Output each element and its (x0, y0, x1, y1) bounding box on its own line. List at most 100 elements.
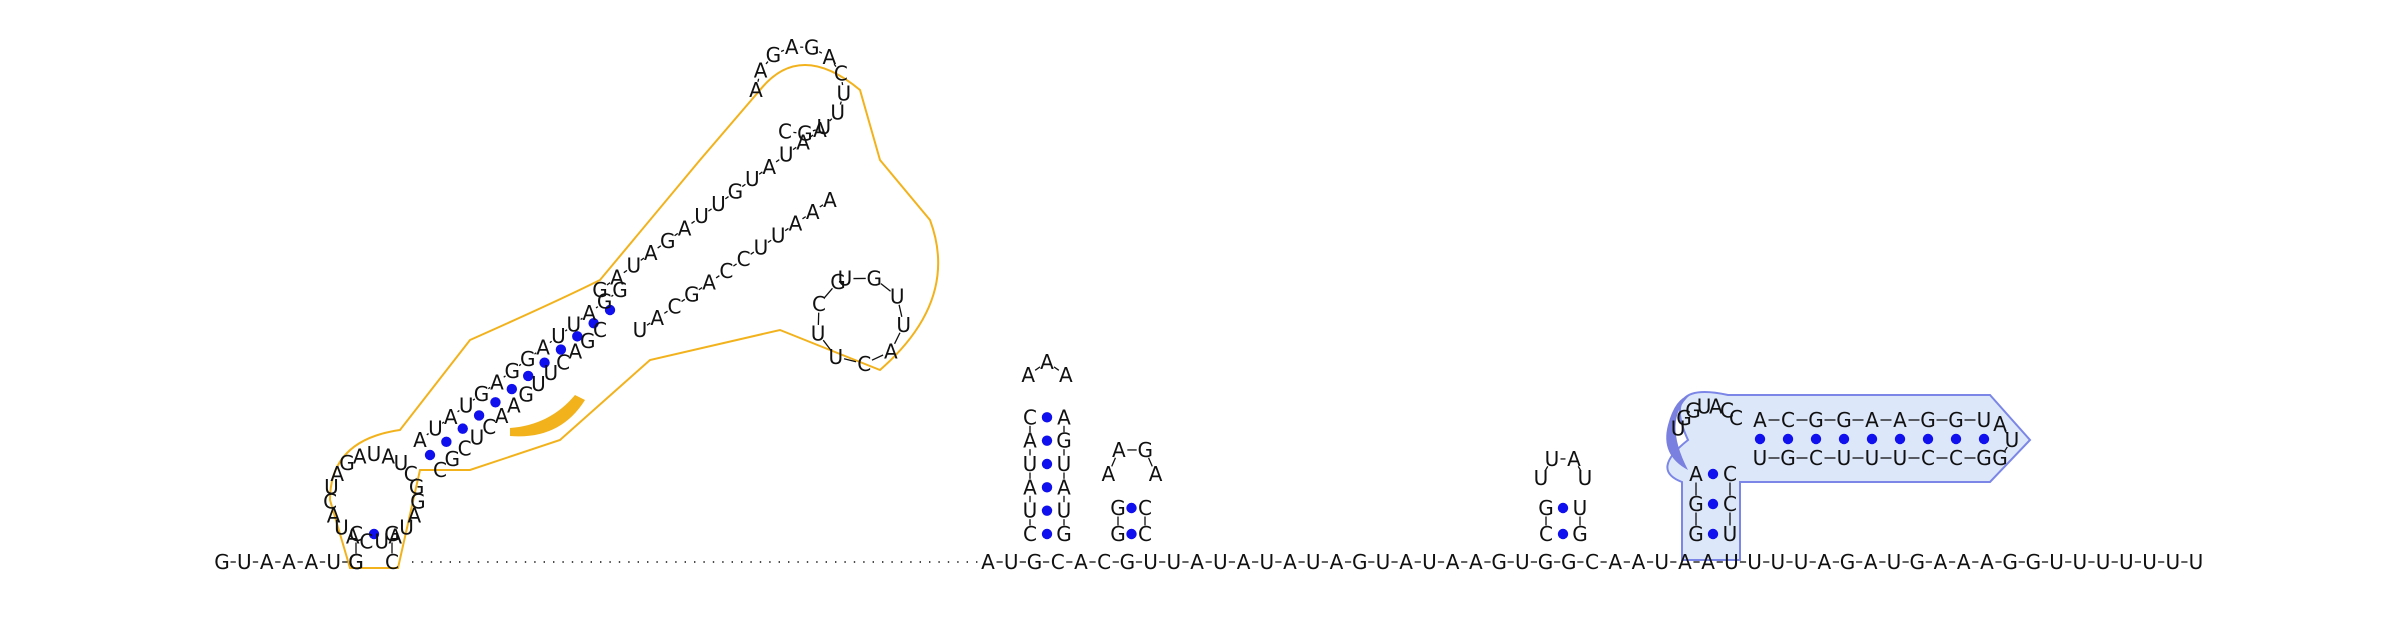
backbone-bond (595, 306, 599, 309)
nucleotide-domain: U (394, 451, 409, 475)
nucleotide-domain: A (806, 200, 820, 224)
nucleotide-domain: A (582, 301, 596, 325)
nucleotide-domain: G (580, 329, 596, 353)
nucleotide-domain: A (381, 444, 395, 468)
nucleotide-loop: A (1112, 438, 1126, 462)
backbone-bond (780, 49, 785, 53)
backbone-bond (606, 282, 611, 286)
nucleotide-domain: U (811, 321, 826, 345)
backbone-bond (802, 216, 807, 220)
backbone-bond (833, 63, 837, 68)
nucleotide-domain: C (482, 415, 496, 439)
nucleotide-baseline: A (1864, 550, 1878, 574)
nucleotide-baseline: U (1143, 550, 1158, 574)
backbone-bond (741, 183, 746, 188)
nucleotide-domain: C (778, 119, 792, 143)
nucleotide-baseline: A (1632, 550, 1646, 574)
backbone-bond (681, 298, 686, 303)
nucleotide-domain: A (388, 525, 402, 549)
backbone-bond (426, 433, 429, 436)
nucleotide-domain: A (507, 393, 521, 417)
nucleotide-blue: G (1992, 446, 2008, 470)
backbone-bond (733, 263, 737, 267)
nucleotide-baseline: A (1934, 550, 1948, 574)
nucleotide-baseline: A (1237, 550, 1251, 574)
backbone-bond (775, 159, 780, 163)
nucleotide-domain: C (857, 352, 871, 376)
base-pair-dot (1041, 435, 1053, 446)
nucleotide-domain: C (593, 318, 607, 342)
backbone-bond (1577, 465, 1582, 471)
base-pair-dot (1754, 433, 1766, 445)
nucleotide-blue: U (1977, 408, 1992, 432)
nucleotide-tail: G (348, 550, 364, 574)
backbone-bond (812, 129, 816, 132)
nucleotide-domain: U (470, 426, 485, 450)
nucleotide-baseline: G (1909, 550, 1925, 574)
nucleotide-domain: U (543, 361, 558, 385)
nucleotide-loop: A (1102, 462, 1116, 486)
nucleotide-loop: A (1567, 447, 1581, 471)
backbone-bond (674, 232, 679, 237)
nucleotide-baseline: A (1283, 550, 1297, 574)
backbone-bond (691, 220, 696, 224)
nucleotide-domain: U (745, 167, 760, 191)
backbone-bond (1111, 457, 1117, 467)
base-pair-dot (1126, 528, 1137, 540)
backbone-bond (487, 386, 491, 390)
nucleotide-blue: C (1809, 446, 1823, 470)
nucleotide-baseline: U (1724, 550, 1739, 574)
nucleotide-domain: A (702, 271, 716, 295)
backbone-bond (1544, 465, 1549, 471)
nucleotide-baseline: C (1585, 550, 1599, 574)
base-pair-dots (368, 304, 1990, 540)
backbone-bond (457, 409, 460, 413)
nucleotide-domain: C (737, 247, 751, 271)
nucleotide-blue: C (1949, 446, 1963, 470)
nucleotide-domain: U (754, 235, 769, 259)
nucleotide-blue: G (1948, 408, 1964, 432)
nucleotide-hairpin: C (1023, 522, 1037, 546)
nucleotide-blue: A (1753, 408, 1767, 432)
nucleotide-blue: C (1723, 492, 1737, 516)
base-pair-dot (1922, 433, 1934, 445)
nucleotide-hairpin: G (1056, 429, 1072, 453)
backbone-bond (871, 354, 884, 361)
nucleotide-baseline: G (1120, 550, 1136, 574)
nucleotide-baseline: A (1701, 550, 1715, 574)
nucleotide-loop: A (1021, 363, 1035, 387)
nucleotide-hairpin: A (1023, 429, 1037, 453)
base-pair-dot (473, 410, 485, 421)
base-pair-dot (368, 528, 380, 540)
nucleotide-blue: G (1780, 446, 1796, 470)
base-pair-dot (490, 397, 501, 408)
nucleotide-baseline: A (1817, 550, 1831, 574)
base-pair-dot (1557, 502, 1569, 514)
backbone-bond (518, 363, 522, 367)
base-pair-dot (1707, 498, 1719, 510)
nucleotide-baseline: A (1446, 550, 1460, 574)
nucleotide-blue: A (1865, 408, 1879, 432)
nucleotide-hairpin: G (1110, 496, 1126, 520)
nucleotide-baseline: U (2119, 550, 2134, 574)
nucleotide-domain: A (490, 370, 504, 394)
nucleotide-baseline: G (1840, 550, 1856, 574)
nucleotide-domain: G (728, 180, 744, 204)
nucleotide-blue: G (1676, 406, 1692, 430)
nucleotide-hairpin: C (1023, 405, 1037, 429)
nucleotide-baseline: U (2165, 550, 2180, 574)
highlight-regions (328, 64, 2032, 569)
nucleotide-domain: G (766, 43, 782, 67)
base-pair-dot (522, 370, 534, 382)
nucleotide-loop: A (1149, 462, 1163, 486)
backbone-bond (822, 339, 832, 351)
nucleotide-hairpin: A (1057, 475, 1071, 499)
backbone-bond (646, 322, 651, 326)
nucleotide-loop: U (1545, 447, 1560, 471)
nucleotide-domain: A (796, 130, 810, 154)
nucleotide-blue: C (1723, 462, 1737, 486)
nucleotide-domain: G (505, 359, 521, 383)
nucleotide-baseline: U (1422, 550, 1437, 574)
